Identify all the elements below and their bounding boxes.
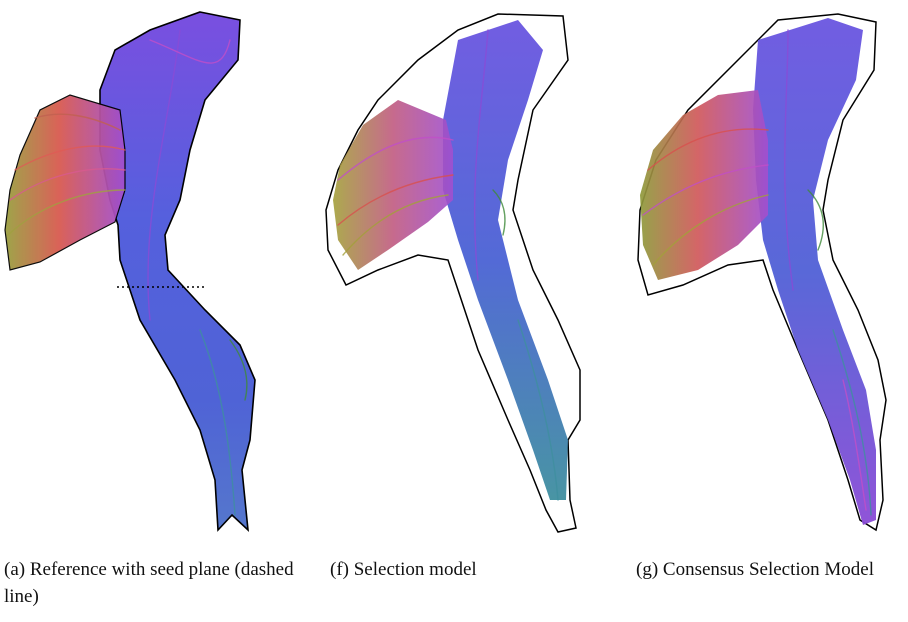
tract-fan-f: [333, 100, 453, 270]
tract-image-g: [637, 13, 887, 532]
fibre-strands-a: [7, 29, 248, 516]
panel-f-selection-model: [318, 0, 608, 545]
tract-body-a: [99, 11, 256, 533]
panel-a-reference-tractography: [0, 0, 290, 545]
fibre-strands-f: [337, 29, 559, 501]
caption-g: (g) Consensus Selection Model: [636, 559, 875, 580]
caption-f: (f) Selection model: [330, 559, 477, 580]
tract-image-f: [325, 13, 581, 533]
tract-body-g: [753, 18, 876, 525]
panel-g-consensus-selection-model: [628, 0, 908, 545]
tract-fan-g: [640, 90, 768, 280]
reference-outline-g: [637, 13, 887, 532]
fibre-strands-g: [642, 29, 872, 516]
reference-outline-f: [325, 13, 581, 533]
tract-image-a: [4, 11, 256, 533]
caption-a: (a) Reference with seed plane (dashed li…: [4, 559, 294, 607]
tract-fan-a: [4, 94, 126, 271]
tract-body-f: [443, 20, 568, 500]
